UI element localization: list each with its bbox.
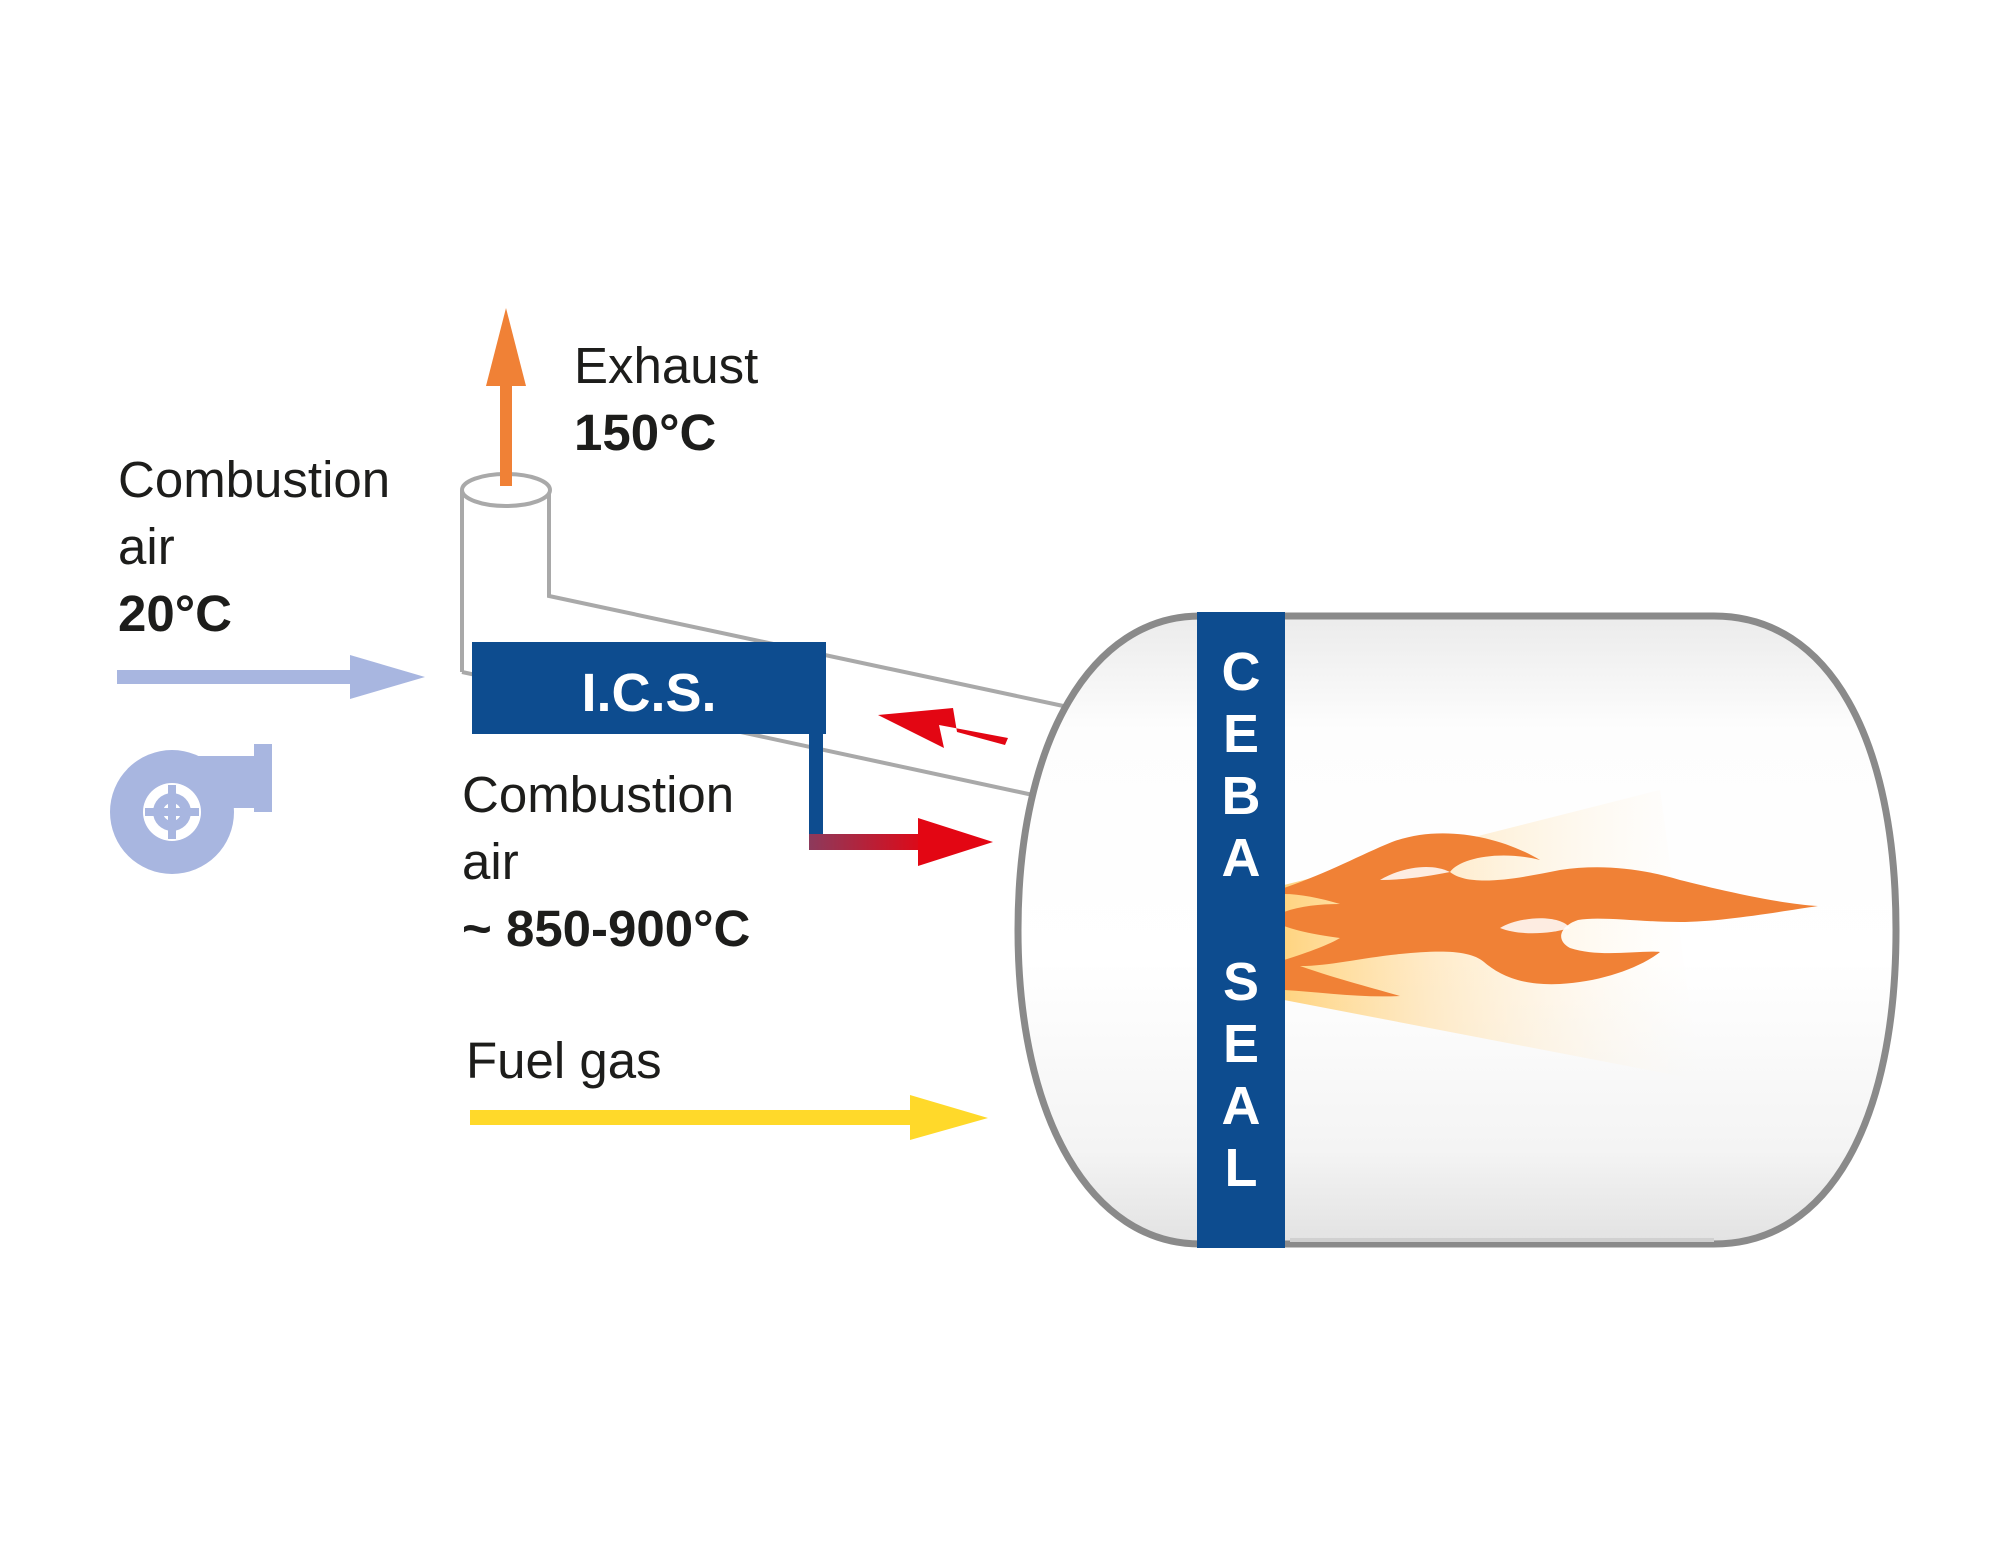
seal-letter: B <box>1222 766 1261 826</box>
exhaust-temp: 150°C <box>574 404 716 461</box>
flue-gas-return-arrow <box>878 708 1008 748</box>
seal-letter: E <box>1223 1014 1259 1074</box>
exhaust-arrow <box>486 308 526 486</box>
inlet-air-label-line1: Combustion <box>118 451 390 508</box>
ics-label: I.C.S. <box>581 663 716 723</box>
flame-icon <box>1284 833 1818 997</box>
seal-letter: A <box>1222 1076 1261 1136</box>
preheated-air-label-line1: Combustion <box>462 766 734 823</box>
inlet-air-arrow <box>117 655 425 699</box>
seal-letter: L <box>1225 1138 1258 1198</box>
inlet-air-temp: 20°C <box>118 585 232 642</box>
ics-box: I.C.S. <box>472 642 826 734</box>
preheated-air-temp: ~ 850-900°C <box>462 900 750 957</box>
preheated-air-label-line2: air <box>462 833 519 890</box>
fan-blower-icon <box>110 744 272 874</box>
hot-air-pipe <box>809 732 993 866</box>
fuel-gas-arrow <box>470 1095 988 1140</box>
seal-letter: A <box>1222 828 1261 888</box>
fuel-gas-label: Fuel gas <box>466 1032 662 1089</box>
inlet-air-label-line2: air <box>118 518 175 575</box>
seal-letter: C <box>1222 642 1261 702</box>
exhaust-label: Exhaust <box>574 337 758 394</box>
seal-letter: E <box>1223 704 1259 764</box>
seal-letter: S <box>1223 952 1259 1012</box>
